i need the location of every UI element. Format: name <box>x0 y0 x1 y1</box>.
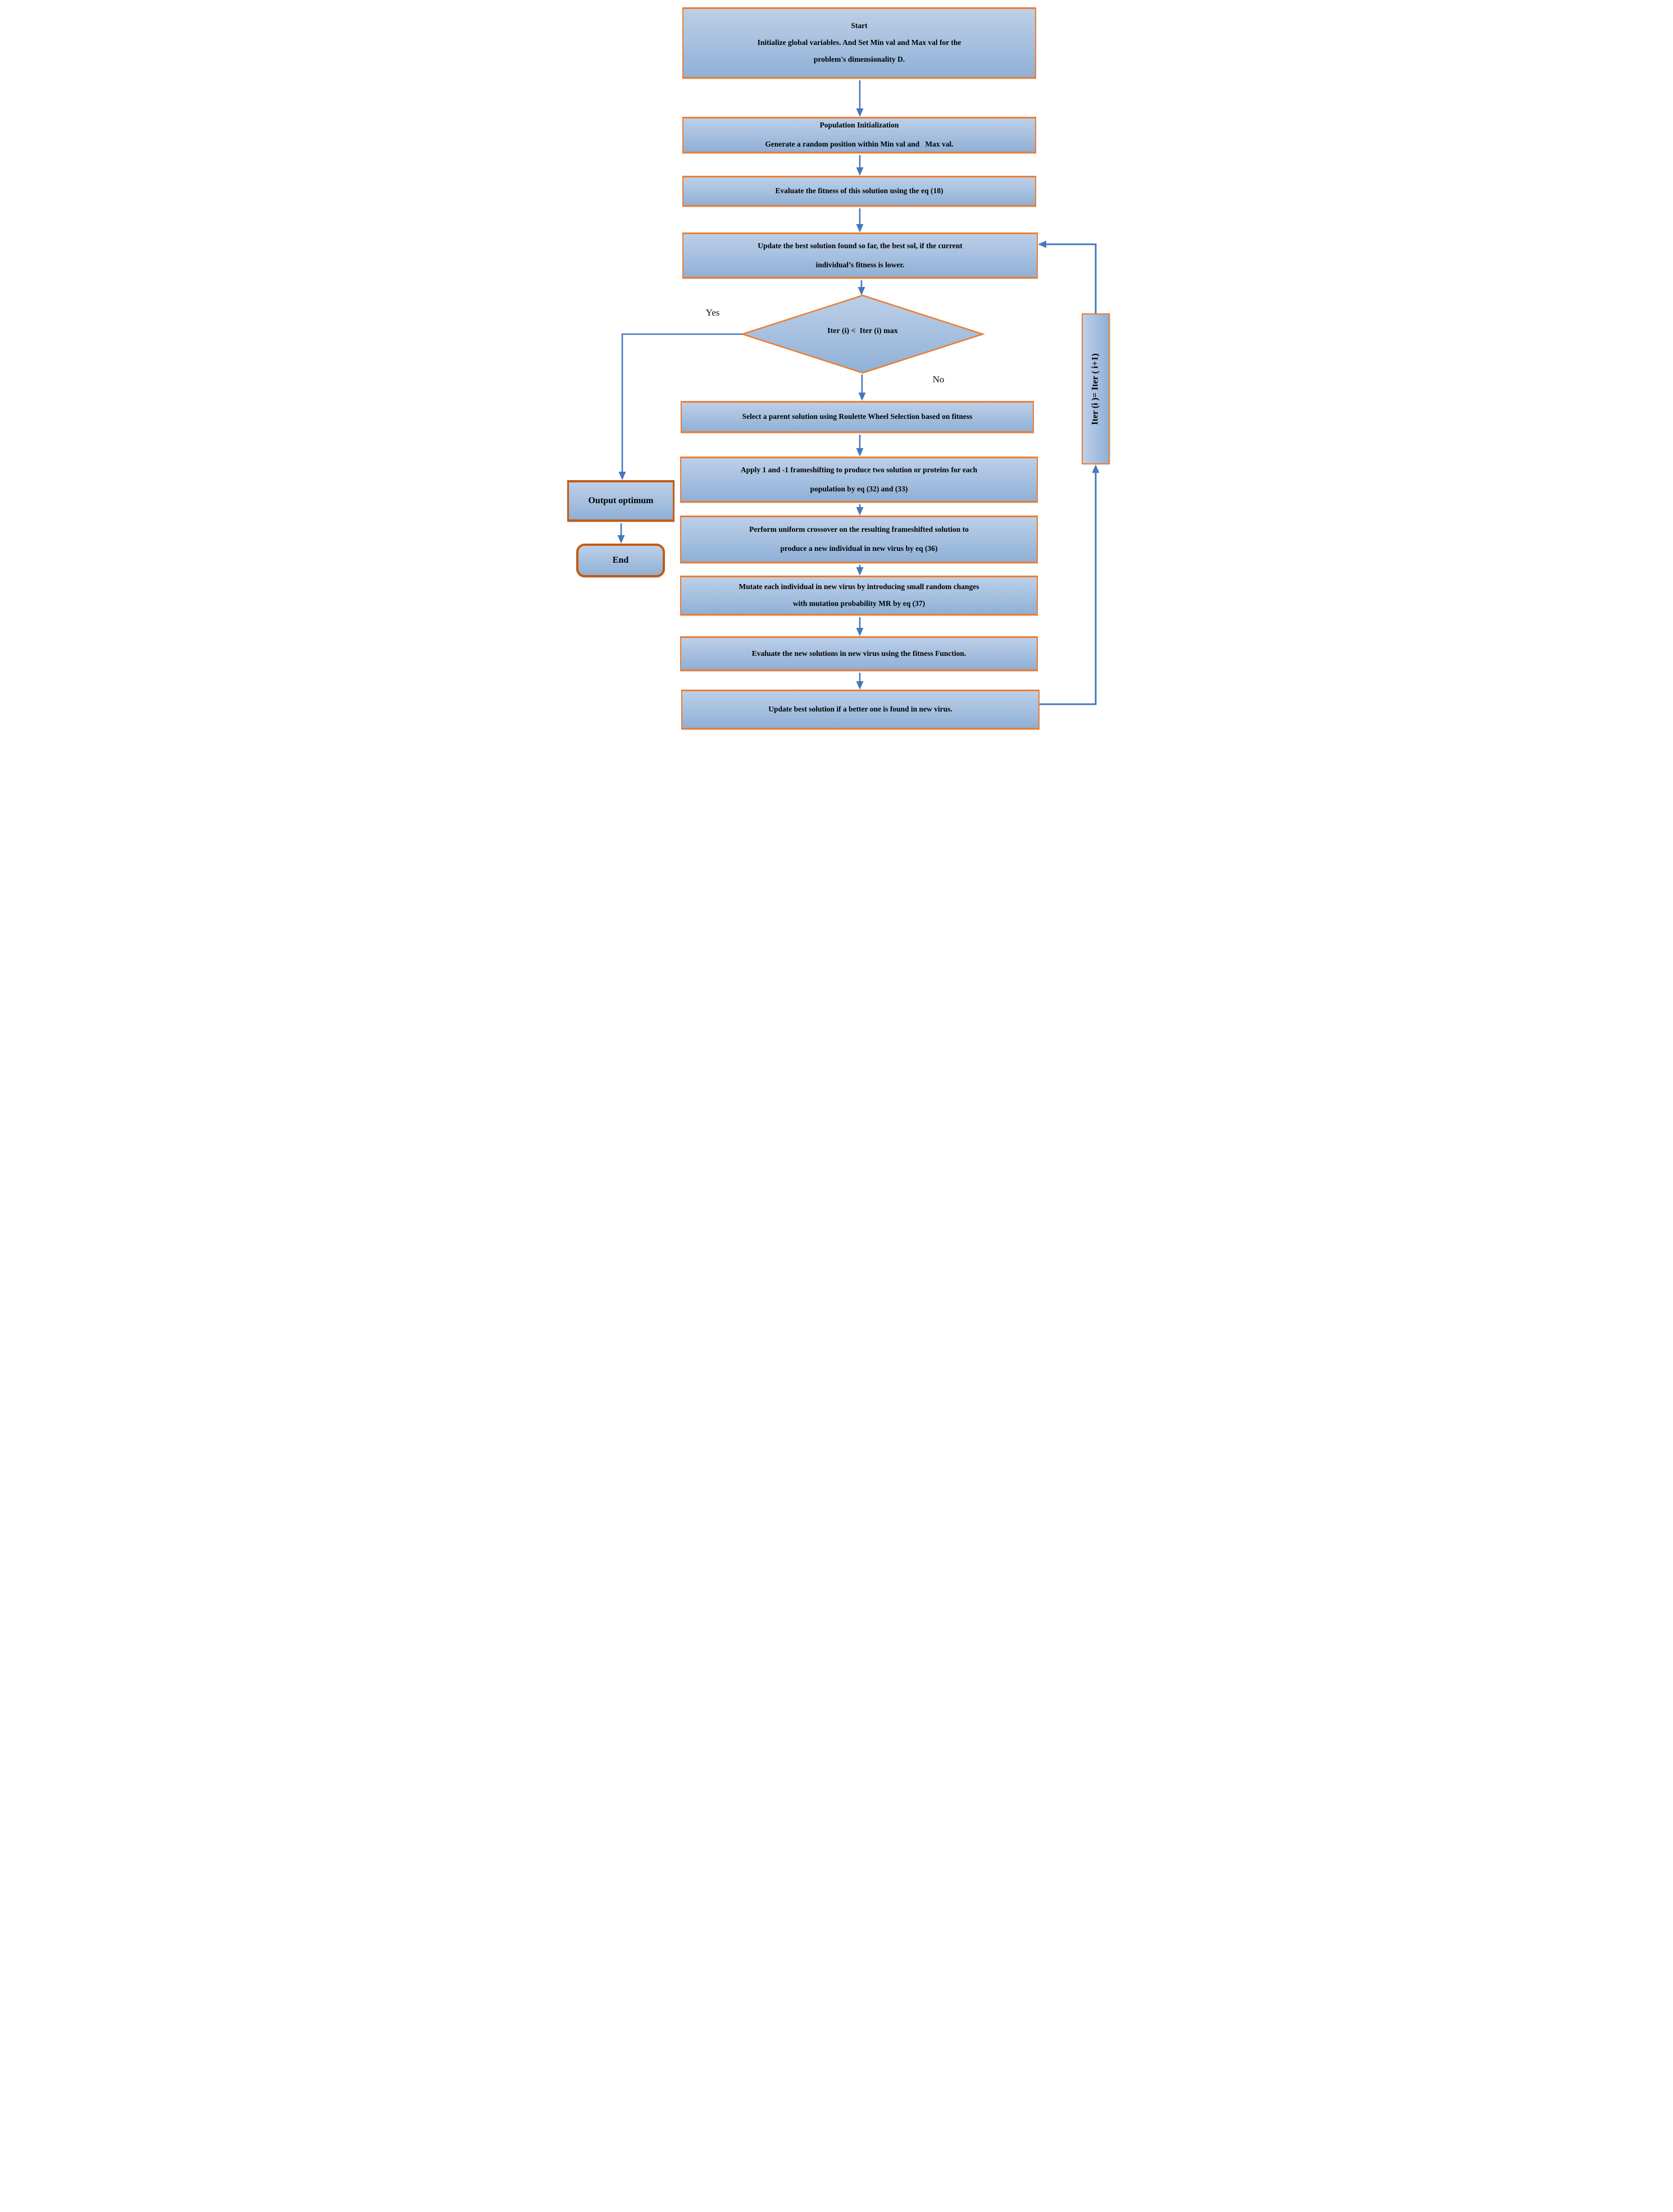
flowchart-canvas: Start Initialize global variables. And S… <box>558 0 1115 737</box>
connector-lines <box>620 80 1097 705</box>
node-line: Evaluate the new solutions in new virus … <box>751 649 967 658</box>
node-line: Evaluate the fitness of this solution us… <box>775 186 943 195</box>
node-line: Mutate each individual in new virus by i… <box>739 582 979 591</box>
node-line: Select a parent solution using Roulette … <box>742 412 973 421</box>
node-line: Update the best solution found so far, t… <box>758 241 963 250</box>
node-line: Update best solution if a better one is … <box>768 705 952 714</box>
arrowhead-down-icon <box>856 167 864 176</box>
edge-label-no: No <box>932 374 945 385</box>
node-output-optimum: Output optimum <box>567 480 674 522</box>
node-start-line: problem's dimensionality D. <box>813 54 905 63</box>
decision-label: Iter (i) < Iter (i) max <box>827 327 898 335</box>
edge-yes-branch <box>621 333 742 472</box>
node-start-line: Initialize global variables. And Set Min… <box>757 38 961 47</box>
iteration-counter-label: Iter (i )= Iter ( i+1) <box>1091 353 1100 425</box>
arrowhead-down-icon <box>618 472 626 480</box>
arrowhead-down-icon <box>856 108 864 117</box>
node-start-line: Start <box>851 21 868 30</box>
arrowhead-up-icon <box>1092 464 1100 473</box>
arrowhead-down-icon <box>856 224 864 232</box>
node-line: produce a new individual in new virus by… <box>780 544 938 553</box>
node-line: Apply 1 and -1 frameshifting to produce … <box>740 465 978 474</box>
arrowhead-down-icon <box>856 507 864 516</box>
arrowhead-down-icon <box>856 448 864 457</box>
node-line: Perform uniform crossover on the resulti… <box>749 525 969 534</box>
node-start: Start Initialize global variables. And S… <box>682 7 1036 79</box>
connectors-layer <box>617 80 1100 705</box>
arrowhead-down-icon <box>856 628 864 636</box>
node-uniform-crossover: Perform uniform crossover on the resulti… <box>680 516 1038 563</box>
edge-counter-to-update <box>1046 243 1097 313</box>
node-evaluate-new-solutions: Evaluate the new solutions in new virus … <box>680 636 1038 671</box>
node-mutate: Mutate each individual in new virus by i… <box>680 576 1038 615</box>
node-line: End <box>612 555 629 565</box>
arrowhead-down-icon <box>858 393 866 401</box>
node-line: individual’s fitness is lower. <box>815 260 905 269</box>
arrowhead-down-icon <box>856 567 864 576</box>
arrowhead-down-icon <box>858 287 865 295</box>
node-evaluate-fitness: Evaluate the fitness of this solution us… <box>682 176 1036 207</box>
node-iteration-counter: Iter (i )= Iter ( i+1) <box>1082 313 1110 464</box>
node-line: with mutation probability MR by eq (37) <box>792 599 926 608</box>
node-line: population by eq (32) and (33) <box>810 484 908 493</box>
edge-updatebest-to-counter <box>1040 473 1097 705</box>
node-population-initialization: Population Initialization Generate a ran… <box>682 117 1036 153</box>
node-line: Output optimum <box>588 496 654 505</box>
arrowhead-left-icon <box>1038 240 1046 248</box>
arrowheads <box>617 108 1100 690</box>
node-update-best-new-virus: Update best solution if a better one is … <box>681 690 1040 729</box>
node-end: End <box>576 544 665 577</box>
arrowhead-down-icon <box>856 681 864 690</box>
decision-diamond-shape <box>740 294 986 374</box>
node-apply-frameshifting: Apply 1 and -1 frameshifting to produce … <box>680 457 1038 503</box>
arrowhead-down-icon <box>617 535 625 544</box>
node-line: Population Initialization <box>819 121 899 130</box>
node-select-parent: Select a parent solution using Roulette … <box>681 401 1034 433</box>
edge-label-yes: Yes <box>705 307 720 318</box>
node-update-best-solution: Update the best solution found so far, t… <box>682 232 1038 279</box>
node-line: Generate a random position within Min va… <box>765 140 954 148</box>
